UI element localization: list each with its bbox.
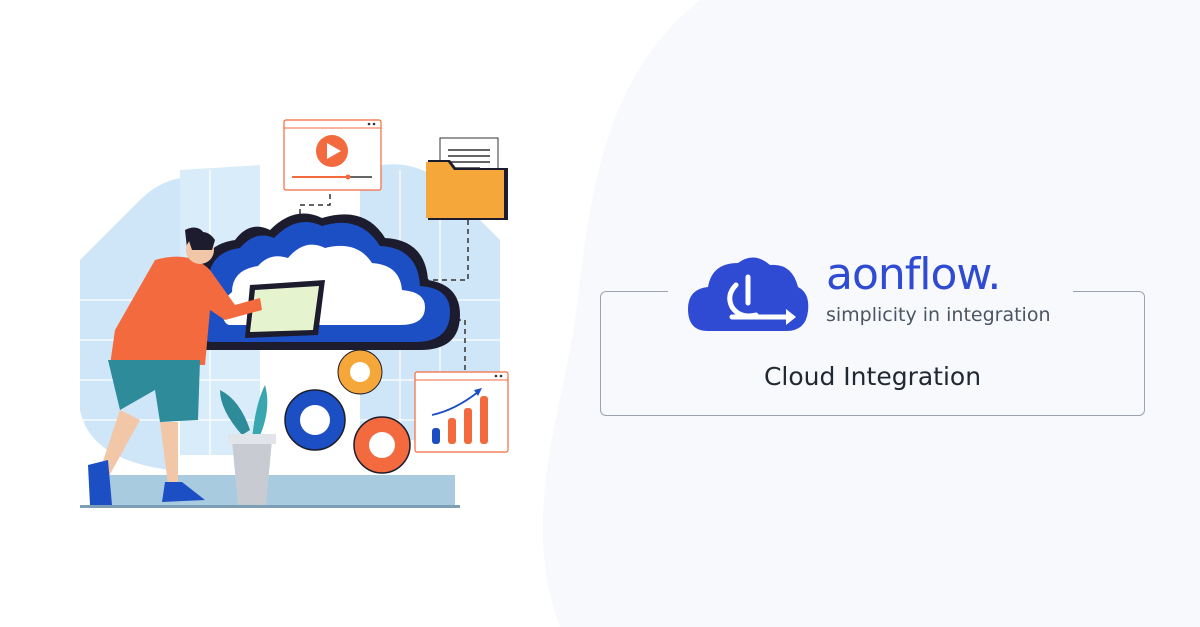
laptop-icon bbox=[245, 280, 325, 338]
video-player-icon bbox=[283, 119, 382, 191]
floor bbox=[100, 475, 455, 507]
cloud-integration-illustration bbox=[80, 119, 509, 508]
page-title: Cloud Integration bbox=[763, 362, 982, 391]
plant-icon bbox=[220, 385, 276, 505]
cloud-power-arrow-icon bbox=[688, 257, 809, 331]
connector-lines bbox=[299, 185, 469, 372]
person-icon bbox=[88, 227, 262, 505]
gear-icon bbox=[284, 349, 411, 474]
brand-tagline: simplicity in integration bbox=[826, 304, 1051, 326]
brand-name: aonflow. bbox=[826, 249, 1001, 300]
brand-lockup: aonflow. simplicity in integration bbox=[668, 245, 1073, 341]
folder-icon bbox=[426, 137, 508, 220]
bar-chart-icon bbox=[414, 371, 509, 453]
